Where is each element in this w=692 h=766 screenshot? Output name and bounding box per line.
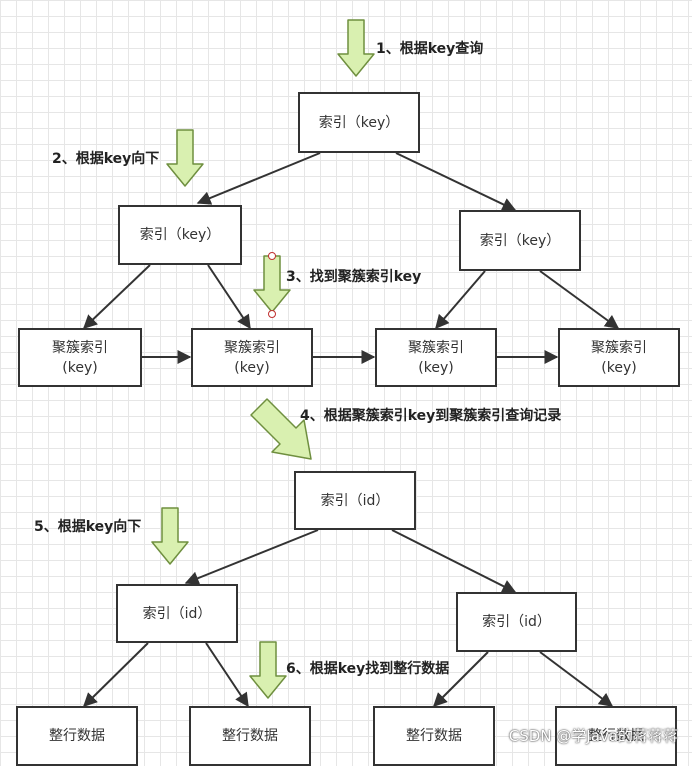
node-label: 索引（id） [482,614,551,630]
id-index-right-node: 索引（id） [456,592,577,652]
clustered-index-leaf-1: 聚簇索引 (key) [18,328,142,387]
edge-idleft-row2 [205,642,249,708]
step3-arrow-icon [253,255,291,313]
clustered-index-leaf-4: 聚簇索引 (key) [558,328,680,387]
step2-arrow-icon [166,129,204,187]
node-sublabel: (key) [62,359,98,376]
full-row-data-2: 整行数据 [189,706,311,766]
node-label: 整行数据 [222,728,278,744]
edge-keyleft-leaf2 [207,264,251,330]
edge-keyleft-leaf1 [82,264,151,329]
edge-idright-row3 [433,651,489,707]
node-label: 聚簇索引 [591,339,647,356]
node-sublabel: (key) [418,359,454,376]
step-6-label: 6、根据key找到整行数据 [286,661,450,677]
key-index-root-node: 索引（key） [298,92,420,153]
step6-arrow-icon [249,641,287,699]
node-label: 聚簇索引 [52,339,108,356]
step1-arrow-icon [337,19,375,77]
clustered-index-leaf-2: 聚簇索引 (key) [191,328,313,387]
step-4-label: 4、根据聚簇索引key到聚簇索引查询记录 [300,408,562,424]
edge-keyroot-keyleft [196,152,321,205]
key-index-left-node: 索引（key） [118,205,242,265]
edge-idroot-idleft [184,529,319,585]
node-sublabel: (key) [601,359,637,376]
step-5-label: 5、根据key向下 [34,519,142,535]
edge-idroot-idright [391,529,517,593]
full-row-data-3: 整行数据 [373,706,495,766]
selection-handle-icon [268,252,276,260]
node-label: 索引（key） [318,114,400,131]
key-index-right-node: 索引（key） [459,210,581,271]
edge-keyright-leaf4 [539,270,620,329]
step5-arrow-icon [151,507,189,565]
step-1-label: 1、根据key查询 [376,41,484,57]
node-label: 整行数据 [49,728,105,744]
node-label: 索引（key） [139,227,221,243]
selection-handle-icon [268,310,276,318]
id-index-root-node: 索引（id） [294,471,416,530]
edge-keyroot-keyright [395,152,517,211]
step4-arrow-icon [250,398,312,460]
edge-idleft-row1 [83,642,149,707]
full-row-data-1: 整行数据 [16,706,138,766]
watermark: CSDN @学Java的蒋蒋蒋 [508,727,678,745]
node-sublabel: (key) [234,359,270,376]
edge-keyright-leaf3 [435,270,486,330]
node-label: 索引（key） [479,232,561,249]
node-label: 整行数据 [406,728,462,744]
node-label: 整行数据 [588,728,644,744]
id-index-left-node: 索引（id） [116,584,238,643]
step-3-label: 3、找到聚簇索引key [286,269,422,285]
node-label: 索引（id） [142,605,212,622]
node-label: 聚簇索引 [408,339,464,356]
node-label: 索引（id） [320,492,390,509]
step-2-label: 2、根据key向下 [52,151,160,167]
node-label: 聚簇索引 [224,339,280,356]
clustered-index-leaf-3: 聚簇索引 (key) [375,328,497,387]
edge-idright-row4 [539,651,614,707]
